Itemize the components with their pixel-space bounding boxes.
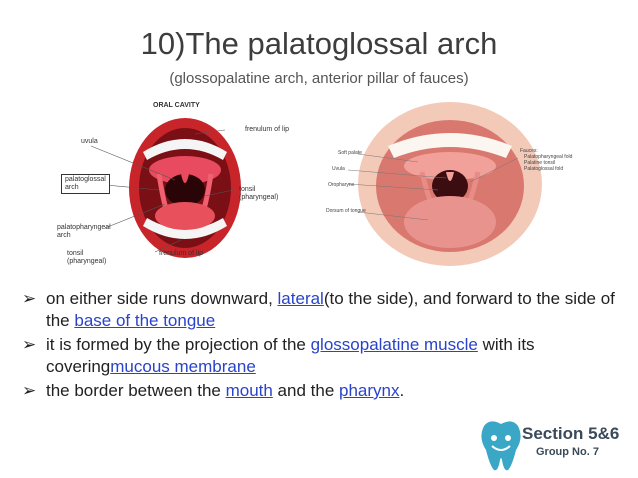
label-uvula: uvula [81, 138, 98, 145]
arrow-bullet-icon: ➢ [22, 381, 37, 400]
figure-heading: ORAL CAVITY [153, 102, 200, 109]
bullet-item: ➢ on either side runs downward, lateral(… [22, 288, 622, 332]
arrow-bullet-icon: ➢ [22, 289, 37, 308]
label-oropharynx: Oropharynx [328, 182, 355, 188]
oral-cavity-diagram: ORAL CAVITY uvula frenulum of lip palato… [55, 100, 315, 272]
label-dorsum-of-tongue: Dorsum of tongue [326, 208, 366, 214]
tooth-icon [481, 421, 521, 471]
label-soft-palate: Soft palate [338, 150, 362, 156]
link-glossopalatine-muscle[interactable]: glossopalatine muscle [310, 335, 478, 354]
label-palatopharyngeal-arch: palatopharyngeal arch [57, 224, 111, 239]
label-tonsil-left: tonsil (pharyngeal) [67, 250, 107, 265]
bullet-text: and the [272, 381, 339, 400]
label-palatoglossal-fold: Palatoglossal fold [524, 166, 564, 172]
bullet-text: the border between the [46, 381, 226, 400]
link-pharynx[interactable]: pharynx [339, 381, 400, 400]
link-lateral[interactable]: lateral [277, 289, 324, 308]
label-fauces: Fauces: [520, 148, 538, 154]
label-frenulum-top: frenulum of lip [245, 126, 289, 133]
section-logo: Section 5&6 Group No. 7 [476, 410, 638, 478]
link-mucous-membrane[interactable]: mucous membrane [110, 357, 256, 376]
link-mouth[interactable]: mouth [225, 381, 273, 400]
arrow-bullet-icon: ➢ [22, 335, 37, 354]
label-palatine-tonsil: Palatine tonsil [524, 160, 556, 166]
bullet-list: ➢ on either side runs downward, lateral(… [22, 288, 622, 404]
link-base-of-the-tongue[interactable]: base of the tongue [74, 311, 216, 330]
bullet-item: ➢ the border between the mouth and the p… [22, 380, 622, 402]
logo-group-text: Group No. 7 [536, 446, 599, 458]
slide-subtitle: (glossopalatine arch, anterior pillar of… [169, 70, 469, 87]
mouth-photo-figure: Soft palate Uvula Oropharynx Dorsum of t… [318, 102, 588, 272]
label-uvula-right: Uvula [332, 166, 345, 172]
bullet-item: ➢ it is formed by the projection of the … [22, 334, 622, 378]
bullet-text: . [399, 381, 405, 400]
bullet-text: on either side runs downward, [46, 289, 278, 308]
oral-cavity-illustration [90, 118, 241, 258]
bullet-text: (to the side), and forward to the side o… [46, 289, 615, 330]
bullet-text: it is formed by the projection of the [46, 335, 311, 354]
logo-section-text: Section 5&6 [522, 424, 620, 443]
label-tonsil-right: tonsil (pharyngeal) [239, 186, 279, 201]
mouth-photo-illustration [318, 102, 588, 272]
slide-title: 10)The palatoglossal arch [140, 26, 498, 61]
bullet-text: with its covering [46, 335, 535, 376]
label-palatopharyngeal-fold: Palatopharyngeal fold [524, 154, 573, 160]
label-frenulum-bottom: frenulum of lip [159, 250, 203, 257]
label-palatoglossal-arch: palatoglossal arch [61, 174, 110, 194]
